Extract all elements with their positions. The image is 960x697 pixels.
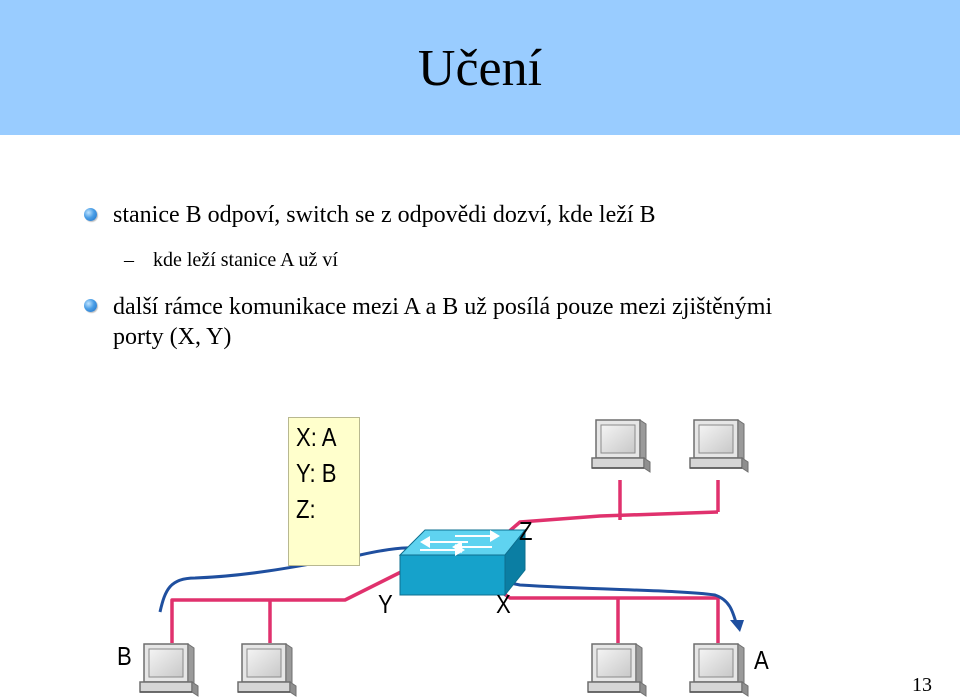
computer-icon [689,419,749,473]
port-y-label: Y [378,589,393,619]
title-bar [0,0,960,135]
port-x-label: X [496,589,511,619]
mac-table: X: A Y: B Z: [288,417,360,566]
computer-icon-station-b [139,643,199,697]
page-number: 13 [912,674,932,696]
slide-title: Učení [417,40,543,97]
arrowhead-icon [730,620,744,632]
bullet-2-text: další rámce komunikace mezi A a B už pos… [113,294,773,350]
computer-icon [587,643,647,697]
computer-icon [237,643,297,697]
computer-icon [591,419,651,473]
sub-bullet-dash: – [124,249,134,271]
port-z-label: Z [519,516,533,546]
station-b-label: B [117,641,132,671]
computer-icon-station-a [689,643,749,697]
mac-table-row: Y: B [296,458,337,488]
station-a-label: A [754,645,769,675]
sub-bullet-text: kde leží stanice A už ví [153,249,338,271]
bullet-icon [84,208,97,221]
bullet-icon [84,299,97,312]
bullet-1-text: stanice B odpoví, switch se z odpovědi d… [113,202,656,228]
mac-table-row: X: A [296,422,337,452]
segment-y [170,558,426,643]
switch-icon [398,528,527,597]
mac-table-row: Z: [296,494,316,524]
